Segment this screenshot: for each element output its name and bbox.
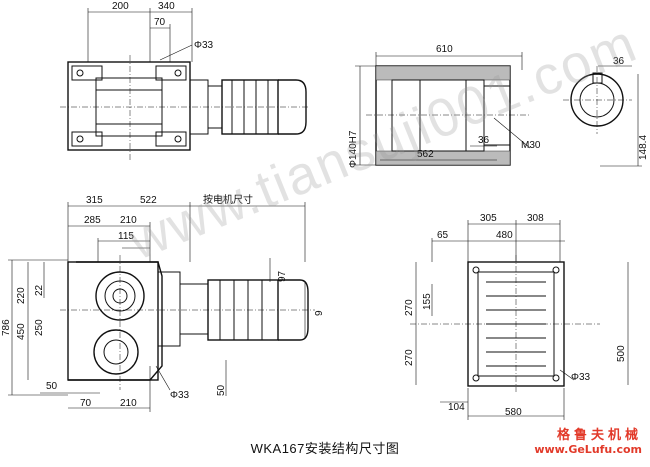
front-dim-50-right: 50 xyxy=(216,384,227,396)
front-dim-210-bottom: 210 xyxy=(120,398,137,409)
front-dim-50-left: 50 xyxy=(46,381,58,392)
front-view xyxy=(8,202,315,412)
front-dim-210-top: 210 xyxy=(120,215,137,226)
front-dim-70: 70 xyxy=(80,398,92,409)
side-dim-305: 305 xyxy=(480,213,497,224)
side-dim-104: 104 xyxy=(448,402,465,413)
front-dim-450: 450 xyxy=(16,323,27,340)
end-dim-148-4: 148.4 xyxy=(638,135,649,160)
shaft-dim-562: 562 xyxy=(417,149,434,160)
side-dim-155: 155 xyxy=(422,293,433,310)
front-dim-22: 22 xyxy=(34,284,45,296)
shaft-dim-thread: M30 xyxy=(521,140,541,151)
side-dim-480: 480 xyxy=(496,230,513,241)
front-dim-9: 9 xyxy=(314,310,325,316)
front-dim-250: 250 xyxy=(34,319,45,336)
front-dim-220: 220 xyxy=(16,287,27,304)
side-dim-500: 500 xyxy=(616,345,627,362)
motor-note: 按电机尺寸 xyxy=(203,193,253,206)
end-dim-36: 36 xyxy=(613,56,625,67)
top-view xyxy=(60,8,310,160)
top-dim-70: 70 xyxy=(154,17,166,28)
front-dim-285: 285 xyxy=(84,215,101,226)
side-view xyxy=(410,220,629,420)
side-dim-65: 65 xyxy=(437,230,449,241)
brand-logo: 格鲁夫机械 www.GeLufu.com xyxy=(534,424,642,456)
top-dim-hole-dia: Φ33 xyxy=(194,40,214,51)
side-dim-270-bottom: 270 xyxy=(404,349,415,366)
logo-chinese-text: 格鲁夫机械 xyxy=(556,428,642,443)
top-dim-200: 200 xyxy=(112,1,129,12)
side-dim-hole-dia: Φ33 xyxy=(571,372,591,383)
top-dim-340: 340 xyxy=(158,1,175,12)
front-dim-97: 97 xyxy=(277,270,288,282)
side-dim-308: 308 xyxy=(527,213,544,224)
logo-url-text: www.GeLufu.com xyxy=(534,443,642,456)
side-dim-270-top: 270 xyxy=(404,299,415,316)
front-dim-hole-dia: Φ33 xyxy=(170,390,190,401)
front-dim-522: 522 xyxy=(140,195,157,206)
drawing-caption: WKA167安装结构尺寸图 xyxy=(250,441,400,456)
shaft-dim-bore: Φ140H7 xyxy=(348,130,359,168)
shaft-dim-610: 610 xyxy=(436,44,453,55)
shaft-end-view xyxy=(563,65,642,167)
front-dim-115: 115 xyxy=(118,231,134,242)
front-dim-315: 315 xyxy=(86,195,103,206)
shaft-section-view xyxy=(355,52,531,166)
front-dim-786: 786 xyxy=(1,319,12,336)
shaft-dim-36: 36 xyxy=(478,135,490,146)
side-dim-580: 580 xyxy=(505,407,522,418)
